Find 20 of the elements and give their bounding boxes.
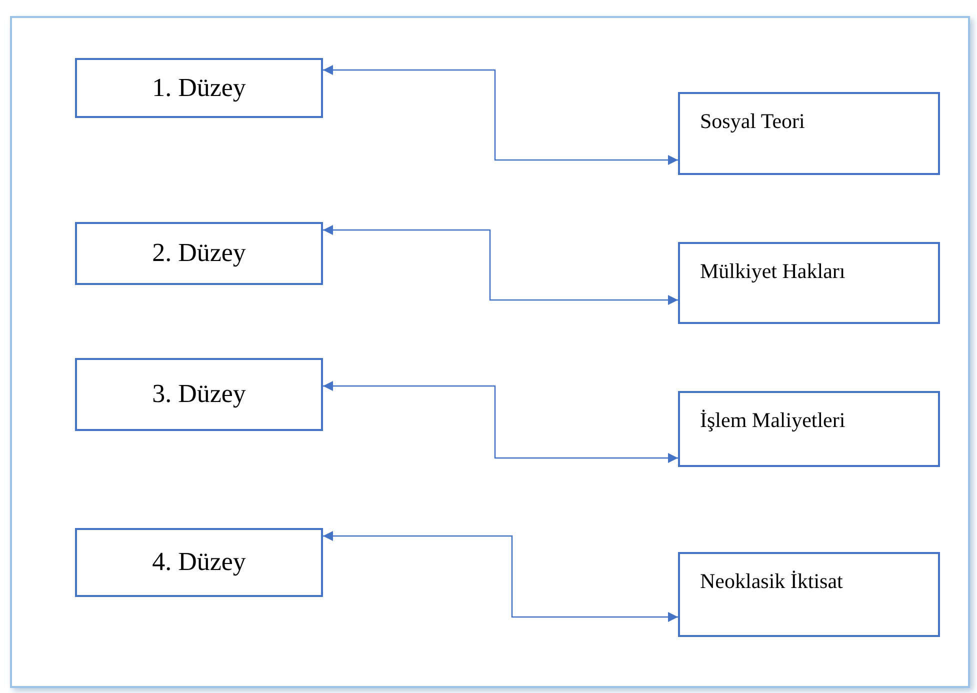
text-box [678, 242, 940, 324]
box-label: Neoklasik İktisat [700, 568, 843, 594]
box-label: 4. Düzey [152, 546, 246, 578]
double-arrow [323, 225, 678, 305]
box-label: Mülkiyet Hakları [700, 258, 846, 284]
box-label: 3. Düzey [152, 378, 246, 410]
text-box [75, 358, 323, 431]
box-label: 2. Düzey [152, 237, 246, 270]
box-label: İşlem Maliyetleri [700, 407, 846, 434]
text-box [75, 528, 323, 597]
double-arrow [323, 531, 678, 622]
text-box [678, 92, 940, 175]
text-box [75, 222, 323, 285]
box-label: Sosyal Teori [700, 108, 805, 134]
text-box [75, 58, 323, 118]
double-arrow [323, 381, 678, 463]
double-arrow [323, 65, 678, 165]
text-box [678, 552, 940, 637]
text-box [678, 391, 940, 467]
box-label: 1. Düzey [152, 72, 246, 104]
